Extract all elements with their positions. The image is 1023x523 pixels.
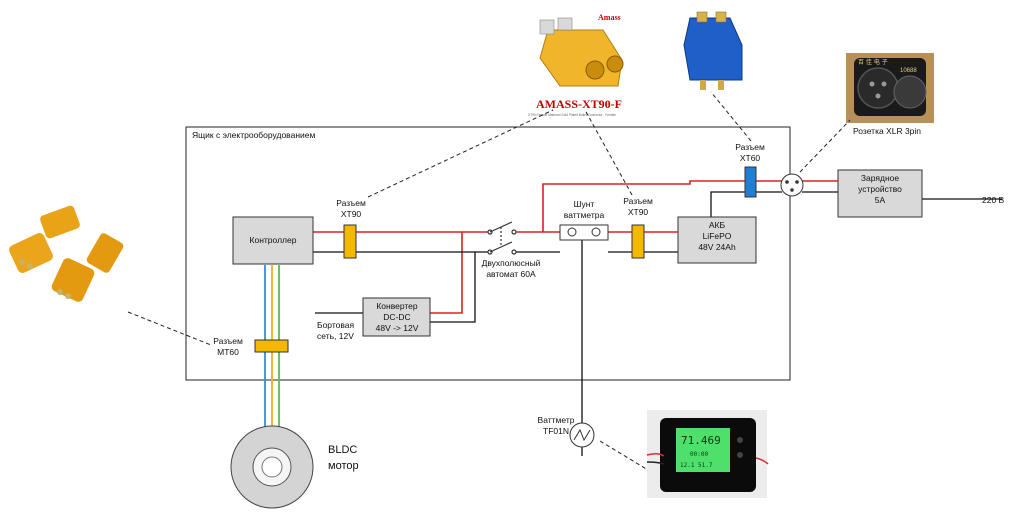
xt90-right-connector [631,224,645,259]
xt60-photo [678,5,748,97]
xt90-caption: AMASS-XT90-F [536,97,622,111]
onboard-label-2: сеть, 12V [317,331,354,341]
mains-label: 220 В [982,195,1005,205]
battery-label-1: АКБ [709,220,726,230]
xt60-connector [744,166,757,198]
breaker-label-2: автомат 60A [486,269,536,279]
charger-block: Зарядное устройство 5A [837,169,923,218]
xt90-brand-corner: Amass [598,13,621,22]
xt60-label-1: Разъем [735,142,765,152]
wires-negative [313,191,1002,456]
wattmeter-photo: 71.469 00:00 12.1 51.7 [646,410,769,498]
battery-label-3: 48V 24Ah [698,242,736,252]
charger-label-3: 5A [875,195,886,205]
mt60-connector-photo [0,193,127,313]
charger-label-1: Зарядное [861,173,899,183]
xt90-right-label-2: XT90 [628,207,649,217]
xt90-right-label-1: Разъем [623,196,653,206]
xt60-label-2: XT60 [740,153,761,163]
mt60-connector [254,339,289,353]
leader-lines [127,91,851,471]
xt90-left-connector [343,224,357,259]
bldc-motor-symbol [230,425,314,509]
xt90-subcaption: XT90-Female Matched Gold Plated Bullet C… [528,113,616,117]
xlr-watermark-1: 百 佳 电 子 [858,58,888,66]
xlr-socket-photo: 百 佳 电 子 10688 [846,53,934,123]
breaker-label-1: Двухполюсный [482,258,541,268]
converter-label-2: DC-DC [383,312,410,322]
xlr-socket-label: Розетка XLR 3pin [853,126,921,136]
wattmeter-display-main: 71.469 [681,434,721,447]
wattmeter-display-time: 00:00 [690,451,708,458]
charger-label-2: устройство [858,184,902,194]
mt60-label-1: Разъем [213,336,243,346]
enclosure-box [185,126,791,381]
wattmeter-symbol [569,422,595,448]
converter-label-1: Конвертер [376,301,418,311]
onboard-label-1: Бортовая [317,320,355,330]
motor-label-1: BLDC [328,444,357,456]
converter-block: Конвертер DC-DC 48V -> 12V [362,297,431,337]
wattmeter-label-1: Ваттметр [538,415,575,425]
battery-label-2: LiFePO [703,231,732,241]
motor-label-2: мотор [328,460,359,472]
xt90-left-label-2: XT90 [341,209,362,219]
shunt-label-2: ваттметра [564,210,605,220]
xt90-left-label-1: Разъем [336,198,366,208]
breaker-symbol [487,221,517,255]
battery-block: АКБ LiFePO 48V 24Ah [677,216,757,264]
converter-label-3: 48V -> 12V [376,323,419,333]
wattmeter-label-2: TF01N [543,426,569,436]
controller-label: Контроллер [250,235,297,245]
wattmeter-display-values: 12.1 51.7 [680,462,713,469]
xlr-watermark-2: 10688 [900,68,917,74]
shunt-label-1: Шунт [574,199,595,209]
controller-block: Контроллер [232,216,314,265]
mt60-label-2: MT60 [217,347,239,357]
xt90-photo: Amass AMASS-XT90-F XT90-Female Matched G… [527,5,637,117]
shunt-symbol [559,224,609,241]
xlr-socket-symbol [780,173,804,197]
enclosure-title: Ящик с электрооборудованием [192,130,315,140]
